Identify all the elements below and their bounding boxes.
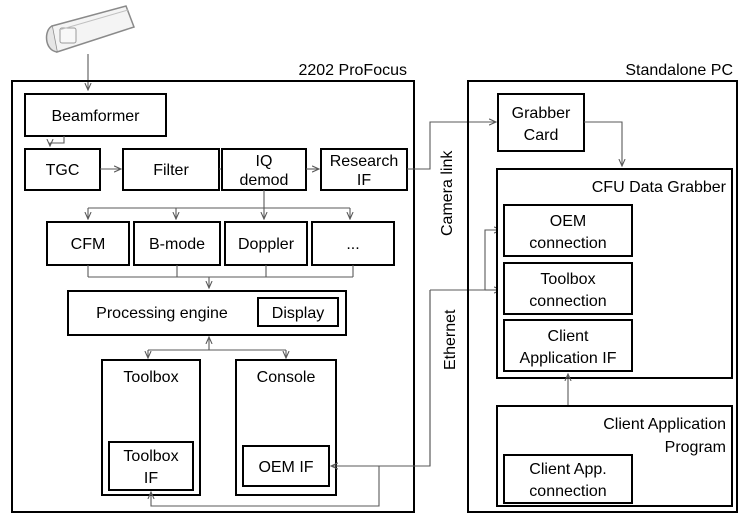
more-modes-label: ...: [346, 236, 359, 253]
iq-label-line1: IQ: [256, 153, 273, 170]
client-conn-line2: connection: [529, 483, 606, 500]
toolbox-connection-line1: Toolbox: [540, 271, 595, 288]
camera-link-label: Camera link: [439, 150, 456, 236]
research-if-block: [320, 148, 408, 191]
toolbox-connection-block: [503, 262, 633, 315]
toolbox-if-block: [108, 441, 194, 491]
filter-label: Filter: [153, 162, 189, 179]
research-label-line2: IF: [357, 172, 371, 189]
toolbox-if-line1: Toolbox: [123, 448, 178, 465]
oem-connection-line1: OEM: [550, 213, 586, 230]
toolbox-label: Toolbox: [123, 369, 178, 386]
ethernet-connections: [151, 230, 501, 507]
toolbox-connection-line2: connection: [529, 293, 606, 310]
cfu-title: CFU Data Grabber: [592, 179, 727, 196]
client-if-line2: Application IF: [520, 350, 617, 367]
cfm-block: [46, 221, 130, 266]
client-conn-line1: Client App.: [529, 461, 606, 478]
camera-link-connection: [407, 122, 496, 170]
research-label-line1: Research: [330, 153, 398, 170]
doppler-label: Doppler: [238, 236, 295, 253]
tgc-label: TGC: [46, 162, 80, 179]
display-block: [257, 297, 339, 327]
engine-to-ui-connectors: [148, 337, 286, 358]
client-application-if-block: [503, 319, 633, 372]
grabber-label-line2: Card: [524, 127, 559, 144]
display-label: Display: [272, 305, 324, 322]
client-if-line1: Client: [548, 328, 589, 345]
toolbox-if-line2: IF: [144, 470, 158, 487]
processing-engine-label: Processing engine: [96, 305, 228, 322]
oem-connection-block: [503, 204, 633, 257]
client-prog-line1: Client Application: [603, 416, 726, 433]
modes-to-engine-connectors: [87, 265, 354, 288]
grabber-to-cfu-arrow: [584, 121, 622, 166]
grabber-card-block: [497, 93, 585, 152]
beamformer-to-tgc-arrow: [50, 136, 65, 146]
cfm-label: CFM: [71, 236, 106, 253]
oem-if-label: OEM IF: [258, 459, 313, 476]
oem-if-block: [242, 445, 330, 487]
iq-to-modes-connectors: [88, 190, 350, 219]
pc-title: Standalone PC: [625, 62, 733, 79]
beamformer-label: Beamformer: [51, 108, 140, 125]
bmode-block: [133, 221, 221, 266]
ethernet-label: Ethernet: [442, 309, 459, 370]
grabber-label-line1: Grabber: [512, 105, 571, 122]
console-label: Console: [257, 369, 316, 386]
beamformer-block: [24, 93, 167, 137]
oem-connection-line2: connection: [529, 235, 606, 252]
more-modes-block: [311, 221, 395, 266]
profocus-title: 2202 ProFocus: [298, 62, 407, 79]
profocus-frame: [11, 80, 415, 513]
iq-label-line2: demod: [240, 172, 289, 189]
bmode-label: B-mode: [149, 236, 205, 253]
standalone-pc-frame: [467, 80, 738, 513]
client-app-connection-block: [503, 454, 633, 504]
client-prog-line2: Program: [665, 439, 726, 456]
ultrasound-probe-icon: [45, 5, 135, 53]
